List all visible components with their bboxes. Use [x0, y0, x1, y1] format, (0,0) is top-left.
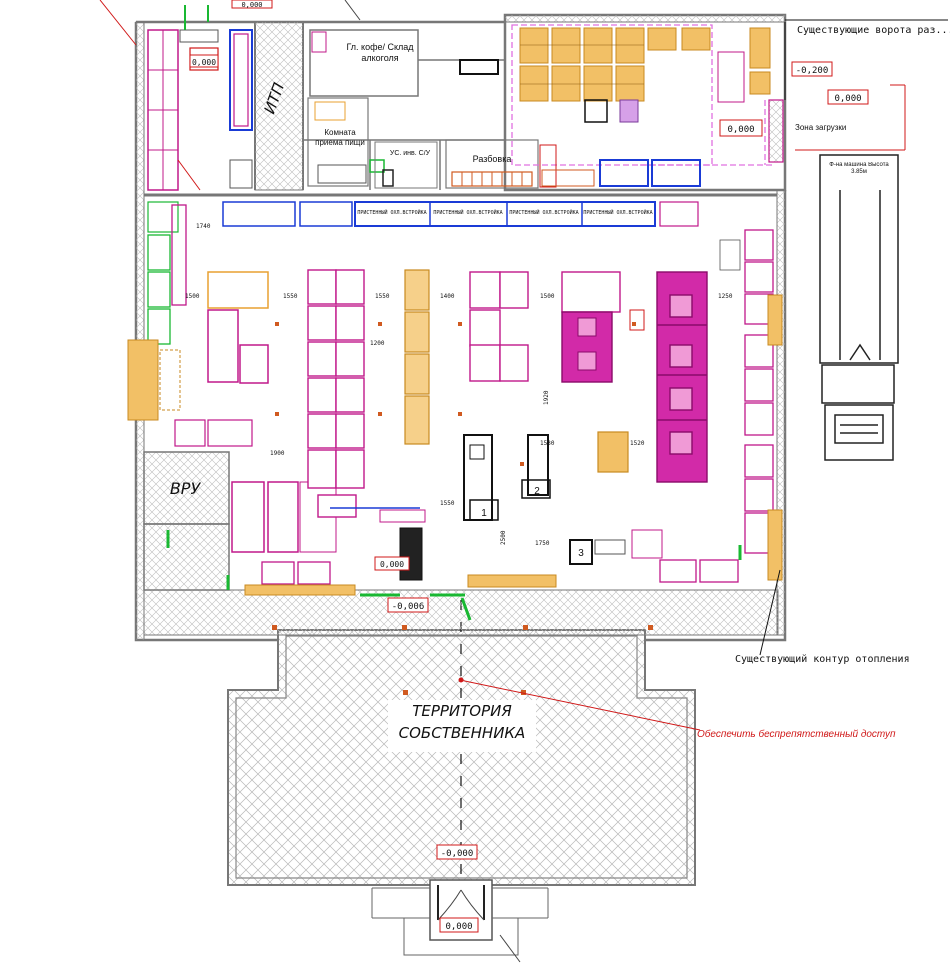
bottom-shelf-mid	[467, 574, 557, 588]
freezers-top	[539, 144, 701, 188]
room-wc: УС. инв. С/У	[374, 141, 438, 189]
aisle-dim-4: 1200	[370, 340, 385, 347]
annotation-lines	[99, 0, 948, 731]
room-office: Гл. кофе/ Склад алкоголя	[309, 29, 505, 97]
level-gate: -0,200	[796, 66, 829, 76]
aisle-dim-2: 1550	[375, 293, 390, 300]
level-cashier: 0,000	[380, 560, 404, 569]
unloading-label: Разбовка	[473, 154, 512, 164]
level-loading: 0,000	[834, 94, 861, 104]
aisle-dim-15: 2500	[500, 530, 507, 545]
level-territory: -0,000	[441, 849, 474, 859]
cash-desk-3: 3	[578, 548, 584, 559]
reception-label: Комната приема пищи	[315, 128, 365, 147]
fruit-islands	[561, 271, 645, 473]
room-itp: ИТП	[254, 21, 304, 191]
aisle-dim-10: 1550	[440, 500, 455, 507]
office-label: Гл. кофе/ Склад алкоголя	[346, 42, 414, 63]
existing-gates-note: Существующие ворота раз...	[797, 25, 950, 36]
gondola-center-2	[469, 271, 529, 382]
aisle-dim-13: 1530	[540, 440, 555, 447]
level-entrance: -0,006	[392, 602, 425, 612]
column-markers	[272, 322, 653, 630]
aisle-dim-6: 1250	[718, 293, 733, 300]
left-wall-shelves	[147, 204, 187, 345]
gondola-left	[174, 271, 337, 553]
level-warehouse: 0,000	[727, 125, 754, 135]
gondola-center-1	[307, 269, 365, 518]
level-left-room: 0,000	[192, 58, 216, 67]
owner-territory-label: ТЕРРИТОРИЯ СОБСТВЕННИКА	[398, 702, 526, 742]
left-fruit-stand	[127, 339, 159, 421]
right-wall-fridges	[719, 229, 774, 554]
aisle-dim-11: 1750	[535, 540, 550, 547]
cash-desks: 1 2 3	[379, 434, 663, 581]
sales-floor: ПРИСТЕННЫЙ ОХЛ.ВСТРОЙКА ПРИСТЕННЫЙ ОХЛ.В…	[127, 201, 783, 630]
shelf-label-3: ПРИСТЕННЫЙ ОХЛ.ВСТРОЙКА	[509, 209, 578, 216]
free-access-note: Обеспечить беспрепятственный доступ	[697, 728, 896, 740]
level-markers: 0,000 -0,200 0,000 0,000 0,000 -0,006 -0…	[189, 0, 869, 933]
bottom-shelf-left	[244, 584, 356, 596]
room-reception: Комната приема пищи	[307, 97, 385, 187]
aisle-dim-1: 1550	[283, 293, 298, 300]
room-unloading: Разбовка	[445, 59, 539, 189]
vru-label: ВРУ	[170, 479, 202, 498]
aisle-dim-14: 1520	[630, 440, 645, 447]
bottom-gondolas	[261, 559, 739, 585]
wc-label: УС. инв. С/У	[389, 150, 431, 157]
room-storage-left	[147, 5, 253, 191]
aisle-dim-7: 1500	[540, 293, 555, 300]
shelf-label-4: ПРИСТЕННЫЙ ОХЛ.ВСТРОЙКА	[583, 209, 652, 216]
aisle-dim-8: 1920	[543, 390, 550, 405]
owner-territory-area	[227, 600, 696, 963]
truck	[819, 154, 899, 461]
aisle-dim-12: 1740	[196, 223, 211, 230]
warehouse-zone: 0,000 Зона загрузки	[511, 24, 846, 166]
loading-zone-label: Зона загрузки	[795, 123, 846, 132]
aisle-dim-5: 1500	[185, 293, 200, 300]
gondola-right	[656, 271, 708, 483]
cash-desk-2: 2	[534, 486, 540, 497]
green-doors	[166, 530, 742, 621]
aisle-dimensions: 1550 1550 1400 1200 1500 1250 1500 1920 …	[185, 223, 733, 547]
shelf-label-2: ПРИСТЕННЫЙ ОХЛ.ВСТРОЙКА	[433, 209, 502, 216]
aisle-dim-9: 1900	[270, 450, 285, 457]
level-bottom: 0,000	[445, 922, 472, 932]
shelf-label-1: ПРИСТЕННЫЙ ОХЛ.ВСТРОЙКА	[357, 209, 426, 216]
cash-desk-1: 1	[481, 508, 487, 519]
truck-label: Ф-на машина Высота 3.85м	[829, 162, 889, 175]
gondola-orange	[404, 269, 430, 445]
level-top: 0,000	[241, 1, 262, 9]
wall-fridge-row: ПРИСТЕННЫЙ ОХЛ.ВСТРОЙКА ПРИСТЕННЫЙ ОХЛ.В…	[147, 201, 699, 233]
existing-heating-note: Существующий контур отопления	[735, 653, 910, 665]
aisle-dim-3: 1400	[440, 293, 455, 300]
